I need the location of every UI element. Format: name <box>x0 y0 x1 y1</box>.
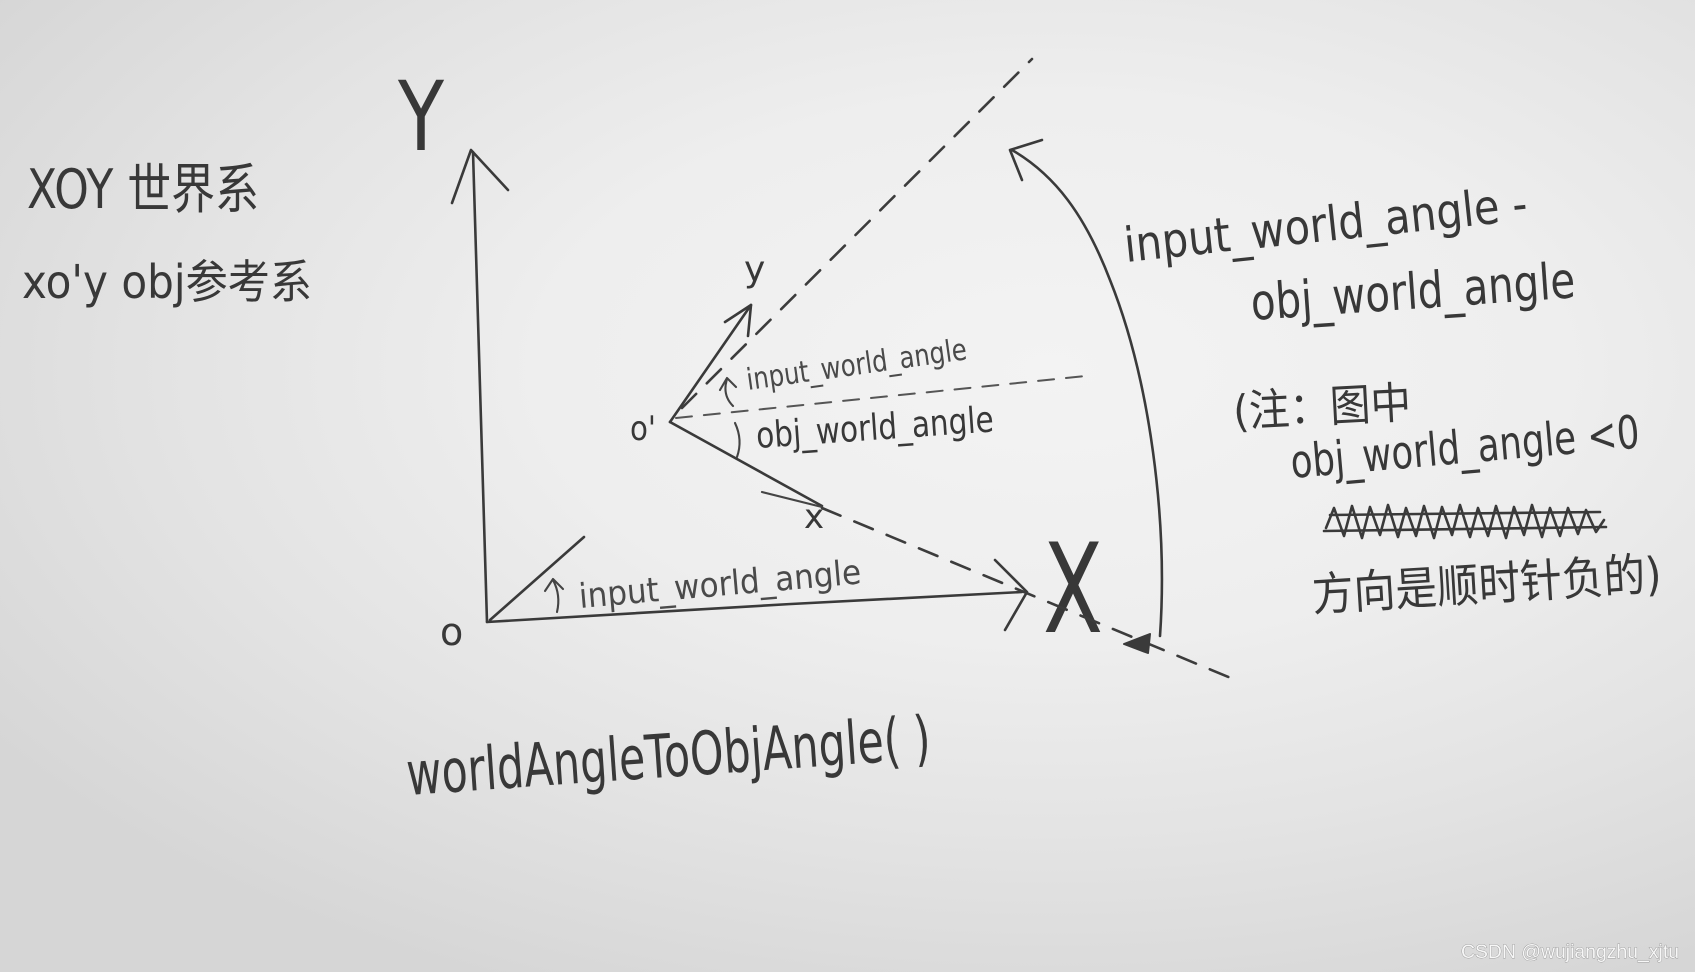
input-angle-arc-world-arrowhead <box>543 577 565 593</box>
rotation-arrowhead <box>1008 138 1044 182</box>
rotation-arrow-curve <box>1010 148 1164 638</box>
obj-x-axis <box>668 420 824 508</box>
legend-world-frame: XOY 世界系 <box>27 158 259 221</box>
scribble-line-b <box>1328 510 1602 517</box>
world-y-arrowhead <box>450 148 510 205</box>
input-angle-arc-obj <box>724 377 735 408</box>
formula-line-2: obj_world_angle <box>1249 251 1577 332</box>
input-direction-short-line <box>488 535 586 622</box>
obj-y-label: y <box>744 249 765 290</box>
world-y-axis <box>471 150 489 624</box>
world-x-axis <box>485 590 1024 624</box>
input-angle-arc-obj-arrowhead <box>718 376 738 392</box>
obj-y-axis <box>668 303 753 424</box>
scribble-line-a <box>1322 525 1608 533</box>
obj-x-label: x <box>804 497 824 537</box>
rotation-arrow <box>1008 138 1164 654</box>
world-x-arrowhead <box>993 558 1029 632</box>
input-angle-arc-world <box>551 578 560 614</box>
obj-y-arrowhead <box>723 303 753 338</box>
world-y-label: Y <box>397 61 444 173</box>
note-line-1: (注：图中 <box>1232 378 1412 438</box>
world-frame-axes <box>450 148 1029 632</box>
obj-x-axis-extension <box>820 506 1240 683</box>
world-origin-label: o <box>440 610 463 654</box>
function-name: worldAngleToObjAngle( ) <box>404 704 933 810</box>
scribble-zigzag <box>1324 503 1606 540</box>
note-line-3: 方向是顺时针负的) <box>1310 547 1663 622</box>
rotation-arrow-tail-marker <box>1123 633 1151 654</box>
world-x-label: X <box>1043 518 1103 662</box>
obj-origin-label: o' <box>630 409 656 449</box>
input-angle-label-obj: input_world_angle <box>744 332 969 398</box>
obj-angle-arc <box>733 421 741 459</box>
obj-origin-horizontal-reference <box>675 375 1087 419</box>
legend-obj-frame: xo'y obj参考系 <box>22 255 312 309</box>
obj-frame-axes <box>668 57 1240 683</box>
scribble-strikethrough <box>1322 503 1608 540</box>
watermark: CSDN @wujiangzhu_xjtu <box>1461 942 1679 963</box>
input-direction-dashed-line <box>680 57 1034 410</box>
obj-angle-label: obj_world_angle <box>755 399 995 457</box>
obj-x-arrowhead <box>760 490 824 509</box>
